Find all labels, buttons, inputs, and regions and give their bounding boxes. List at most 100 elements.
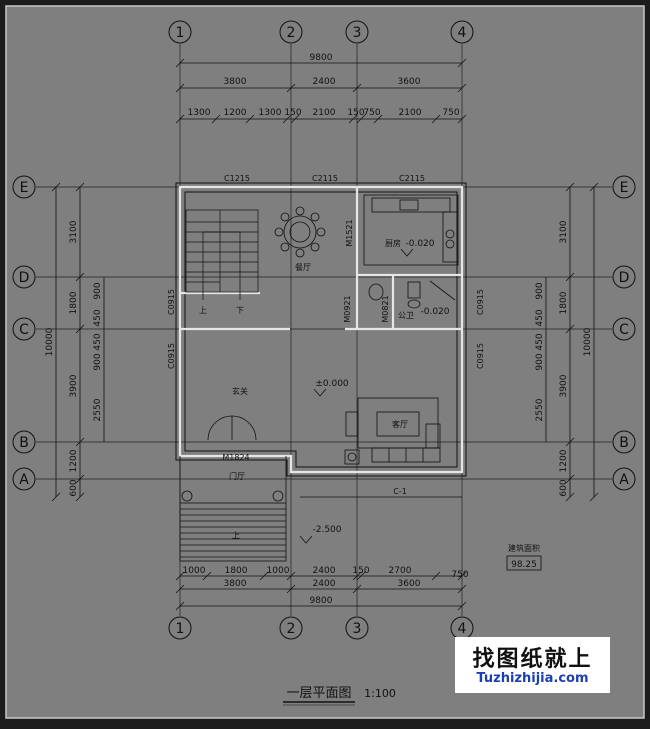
window-code-c1215: C1215 <box>224 174 250 183</box>
dim-top-detail-7: 750 <box>363 108 380 118</box>
dim-left-detail-5: 2550 <box>93 398 103 421</box>
axis-D-left: D <box>19 270 30 286</box>
level-kitchen: -0.020 <box>405 239 434 249</box>
dim-right-span-3: 3900 <box>559 374 569 397</box>
dim-left-span-3: 3900 <box>69 374 79 397</box>
door-code-m0821: M0821 <box>381 295 390 322</box>
dim-right-detail-4: 900 <box>535 353 545 370</box>
axis-bubbles-right: E D C B A <box>612 175 636 491</box>
dim-top-bay-2: 2400 <box>313 77 336 87</box>
door-code-m1824: M1824 <box>222 453 249 462</box>
porch-stair-up-label: 上 <box>232 531 240 540</box>
dim-lines-right <box>545 182 599 502</box>
dim-left-total: 10000 <box>45 327 55 356</box>
interior-stair <box>185 209 259 300</box>
dim-lines-bottom <box>175 571 467 611</box>
dim-text-left: 10000 3100 1800 3900 1200 600 900 450 45… <box>45 220 103 496</box>
sofa-set-icon <box>344 397 441 465</box>
dim-top-detail-9: 750 <box>442 108 459 118</box>
dim-left-detail-2: 450 <box>93 309 103 326</box>
dim-left-detail-3: 450 <box>93 333 103 350</box>
dim-lines-top <box>175 58 467 124</box>
dim-top-bay-1: 3800 <box>224 77 247 87</box>
axis-2-bottom: 2 <box>287 621 296 637</box>
dim-bottom-detail-6: 2700 <box>389 566 412 576</box>
dim-bottom-bay-3: 3600 <box>398 579 421 589</box>
axis-B-right: B <box>619 435 629 451</box>
wall-outline <box>175 182 467 477</box>
window-code-c1: C-1 <box>393 487 407 496</box>
axis-1-bottom: 1 <box>176 621 185 637</box>
dim-right-span-2: 1800 <box>559 291 569 314</box>
dim-top-total: 9800 <box>310 53 333 63</box>
axis-D-right: D <box>619 270 630 286</box>
axis-A-right: A <box>619 472 629 488</box>
level-bath: -0.020 <box>420 307 449 317</box>
door-code-m1521: M1521 <box>345 219 354 246</box>
dim-right-span-5: 600 <box>559 479 569 496</box>
dim-left-detail-1: 900 <box>93 282 103 299</box>
stair-down-label: 下 <box>236 306 244 315</box>
level-marker-icon <box>299 535 313 544</box>
area-value-box <box>506 555 542 571</box>
axis-1-top: 1 <box>176 25 185 41</box>
bath-fixtures-icon <box>368 280 456 309</box>
axis-3-bottom: 3 <box>353 621 362 637</box>
dim-top-bay-3: 3600 <box>398 77 421 87</box>
dim-bottom-detail-2: 1800 <box>225 566 248 576</box>
drawing-scale: 1:100 <box>364 687 396 700</box>
watermark-box: 找图纸就上 Tuzhizhijia.com <box>455 637 610 693</box>
room-kitchen-label: 厨房 <box>385 238 401 248</box>
dim-text-right: 10000 3100 1800 3900 1200 600 900 450 45… <box>535 220 593 496</box>
axis-C-right: C <box>619 322 629 338</box>
dim-top-detail-1: 1300 <box>188 108 211 118</box>
interior-walls <box>180 187 462 331</box>
dim-left-span-5: 600 <box>69 479 79 496</box>
level-living: ±0.000 <box>315 379 349 389</box>
window-code-c0915-right-b: C0915 <box>476 343 485 369</box>
dim-right-detail-1: 900 <box>535 282 545 299</box>
dim-bottom-detail-1: 1000 <box>183 566 206 576</box>
room-living-label: 客厅 <box>392 419 408 429</box>
dim-right-span-1: 3100 <box>559 220 569 243</box>
dim-right-detail-2: 450 <box>535 309 545 326</box>
dim-top-detail-5: 2100 <box>313 108 336 118</box>
dim-top-detail-8: 2100 <box>399 108 422 118</box>
level-porch: -2.500 <box>312 525 341 535</box>
dim-bottom-detail-5: 150 <box>352 566 369 576</box>
watermark-url[interactable]: Tuzhizhijia.com <box>476 671 589 686</box>
dim-top-detail-2: 1200 <box>224 108 247 118</box>
watermark-cn: 找图纸就上 <box>472 647 593 672</box>
level-marker-icon <box>313 388 327 397</box>
dim-bottom-detail-3: 1000 <box>267 566 290 576</box>
axis-4-top: 4 <box>458 25 467 41</box>
porch-stair <box>179 456 287 562</box>
entry-door-icon <box>207 415 257 441</box>
dim-lines-left <box>51 182 105 502</box>
dim-right-detail-3: 450 <box>535 333 545 350</box>
stair-up-label: 上 <box>199 306 207 315</box>
dim-left-span-4: 1200 <box>69 449 79 472</box>
level-marker-icon <box>400 248 414 257</box>
dim-right-span-4: 1200 <box>559 449 569 472</box>
dim-top-detail-3: 1300 <box>259 108 282 118</box>
dim-right-total: 10000 <box>583 327 593 356</box>
axis-A-left: A <box>19 472 29 488</box>
dim-text-bottom: 1000 1800 1000 2400 150 2700 750 3800 24… <box>183 566 469 606</box>
axis-B-left: B <box>19 435 29 451</box>
axis-C-left: C <box>19 322 29 338</box>
paper <box>5 5 645 719</box>
dim-bottom-bay-2: 2400 <box>313 579 336 589</box>
axis-3-top: 3 <box>353 25 362 41</box>
window-code-c2115-a: C2115 <box>312 174 338 183</box>
axis-2-top: 2 <box>287 25 296 41</box>
dim-left-span-1: 3100 <box>69 220 79 243</box>
window-code-c0915-left-a: C0915 <box>167 289 176 315</box>
axis-4-bottom: 4 <box>458 621 467 637</box>
drawing-title: 一层平面图 <box>286 686 351 701</box>
dining-table-icon <box>274 206 326 258</box>
dim-right-detail-5: 2550 <box>535 398 545 421</box>
dim-top-detail-6: 150 <box>347 108 364 118</box>
dim-left-detail-4: 900 <box>93 353 103 370</box>
